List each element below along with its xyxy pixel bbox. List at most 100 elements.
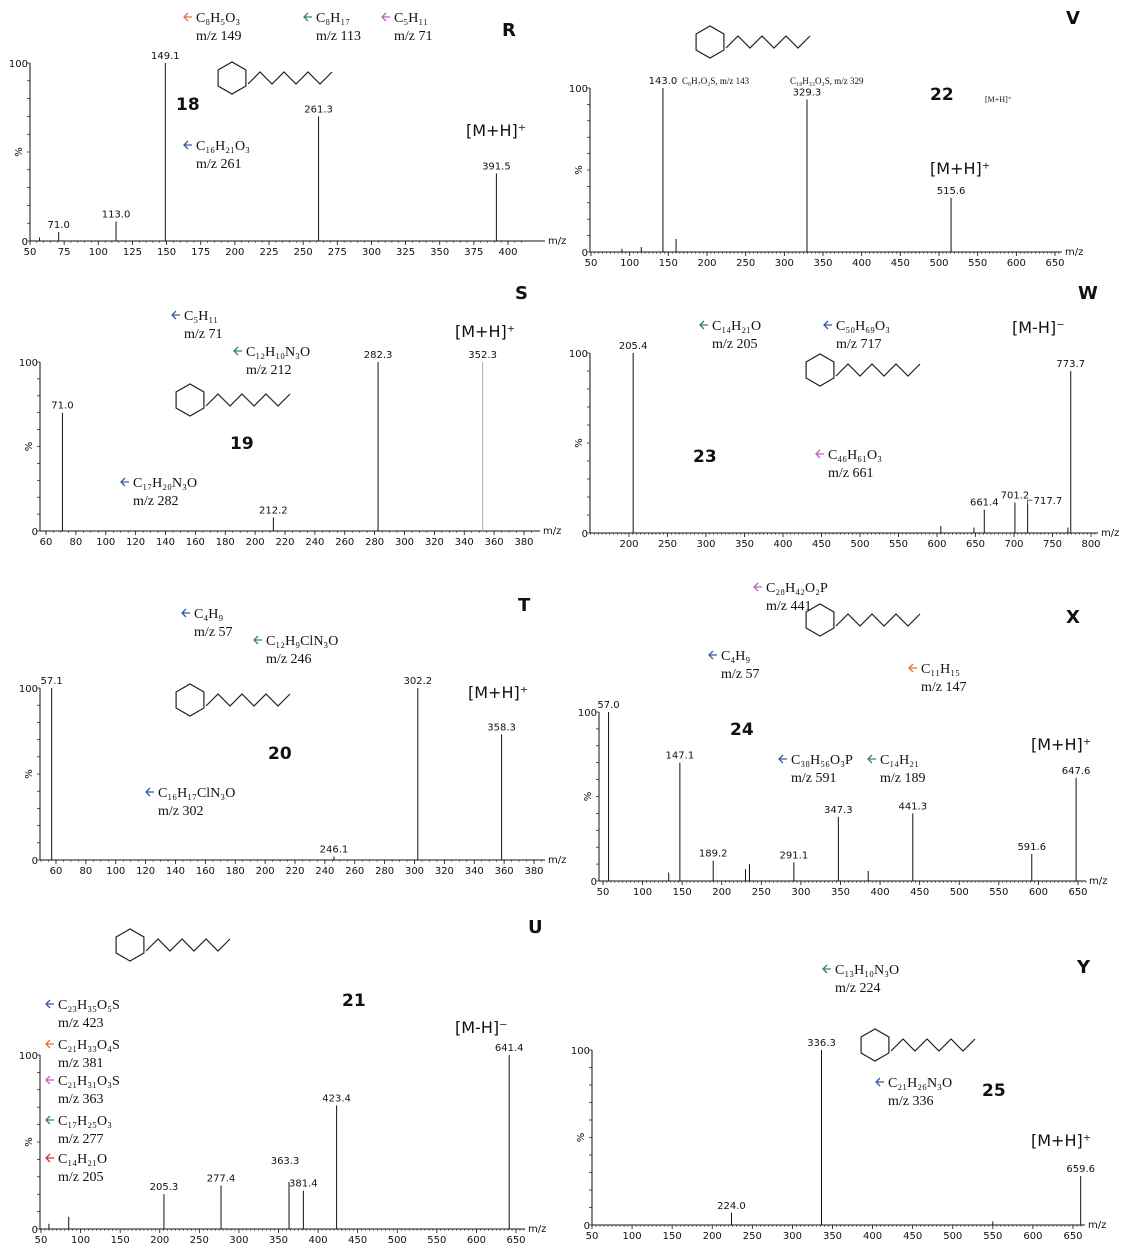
y-tick-label: 0: [32, 527, 38, 538]
x-tick-label: 550: [968, 258, 987, 269]
fragment-formula: C₄H₉: [721, 649, 750, 664]
panel-letter: X: [1066, 607, 1080, 628]
fragment-formula: C₄₆H₆₁O₃: [828, 448, 882, 463]
compound-number: 18: [176, 95, 200, 115]
x-tick-label: 50: [586, 1231, 599, 1242]
peak-label: 641.4: [495, 1043, 524, 1054]
x-tick-label: 140: [156, 537, 175, 548]
x-tick-label: 100: [96, 537, 115, 548]
x-tick-label: 400: [498, 247, 517, 258]
fragment-mz: m/z 212: [246, 363, 292, 378]
x-tick-label: 220: [275, 537, 294, 548]
structure-chain: [247, 71, 333, 85]
y-axis-label: %: [574, 165, 585, 175]
y-tick-label: 0: [22, 237, 28, 248]
x-tick-label: 275: [328, 247, 347, 258]
x-tick-label: 600: [467, 1235, 486, 1246]
x-tick-label: 60: [50, 866, 63, 877]
x-tick-label: 450: [910, 887, 929, 898]
fragment-arrow: [381, 12, 390, 22]
x-tick-label: 120: [126, 537, 145, 548]
x-tick-label: 400: [863, 1231, 882, 1242]
fragment-formula: C₂₁H₃₃O₄S: [58, 1038, 120, 1053]
x-tick-label: 160: [196, 866, 215, 877]
structure-ring: [175, 683, 205, 717]
x-tick-label: 300: [395, 537, 414, 548]
x-tick-label: 300: [229, 1235, 248, 1246]
y-tick-label: 100: [569, 349, 588, 360]
fragment-mz: m/z 224: [835, 981, 881, 996]
fragment-arrow: [815, 449, 824, 459]
x-tick-label: 200: [246, 537, 265, 548]
panel-letter: T: [518, 595, 531, 616]
x-tick-label: 50: [585, 258, 598, 269]
fragment-formula: C₁₄H₂₁: [880, 753, 919, 768]
fragment-mz: m/z 113: [316, 29, 361, 44]
fragment-arrow: [233, 346, 242, 356]
peak-label: 205.3: [150, 1182, 179, 1193]
y-tick-label: 0: [582, 248, 588, 259]
y-axis-label: %: [24, 769, 35, 779]
fragment-formula: C₈H₅O₃: [196, 11, 240, 26]
x-axis-label: m/z: [548, 855, 566, 866]
fragment-formula: C₁₃H₁₀N₃O: [835, 963, 899, 978]
peak-label: 423.4: [322, 1093, 351, 1104]
peak-label: 143.0: [649, 76, 678, 87]
compound-number: 21: [342, 991, 366, 1011]
panel-letter: W: [1078, 283, 1098, 304]
x-tick-label: 250: [752, 887, 771, 898]
fragment-formula: C₅H₁₁: [394, 11, 428, 26]
fragment-formula: C₁₇H₂₅O₃: [58, 1114, 112, 1129]
peak-label: 71.0: [51, 401, 73, 412]
x-axis-label: m/z: [1088, 1220, 1106, 1231]
x-tick-label: 750: [1043, 539, 1062, 550]
peak-label: 659.6: [1066, 1164, 1095, 1175]
y-tick-label: 100: [19, 684, 38, 695]
fragment-arrow: [823, 320, 832, 330]
fragment-arrow: [708, 650, 717, 660]
fragment-arrow: [753, 582, 762, 592]
x-axis-label: m/z: [1089, 876, 1107, 887]
peak-label: 282.3: [364, 350, 393, 361]
panel-letter: S: [515, 283, 528, 304]
x-tick-label: 450: [812, 539, 831, 550]
fragment-formula: C₈H₁₇: [316, 11, 350, 26]
x-tick-label: 80: [70, 537, 83, 548]
x-tick-label: 240: [315, 866, 334, 877]
structure-ring: [175, 383, 205, 417]
fragment-arrow: [253, 635, 262, 645]
x-tick-label: 200: [256, 866, 275, 877]
compound-number: 24: [730, 720, 754, 740]
peak-label: 224.0: [717, 1201, 746, 1212]
fragment-arrow: [171, 310, 180, 320]
x-tick-label: 300: [362, 247, 381, 258]
x-tick-label: 360: [485, 537, 504, 548]
x-tick-label: 125: [123, 247, 142, 258]
x-tick-label: 600: [1029, 887, 1048, 898]
structure-chain: [890, 1038, 976, 1052]
x-tick-label: 350: [269, 1235, 288, 1246]
x-axis-label: m/z: [1101, 528, 1119, 539]
peak-label: 261.3: [304, 104, 333, 115]
fragment-mz: m/z 57: [194, 625, 233, 640]
y-tick-label: 0: [32, 1225, 38, 1236]
x-tick-label: 240: [305, 537, 324, 548]
fragment-formula: C₁₄H₂₁O: [58, 1152, 107, 1167]
fragment-mz: m/z 246: [266, 652, 312, 667]
x-tick-label: 50: [35, 1235, 48, 1246]
x-tick-label: 175: [191, 247, 210, 258]
x-tick-label: 60: [40, 537, 53, 548]
y-axis-label: %: [24, 1137, 35, 1147]
x-tick-label: 800: [1081, 539, 1100, 550]
peak-label: 591.6: [1017, 842, 1046, 853]
peak-label: 246.1: [320, 845, 349, 856]
x-tick-label: 500: [929, 258, 948, 269]
fragment-formula: C₁₆H₂₁O₃: [196, 139, 250, 154]
peak-label: 189.2: [699, 849, 728, 860]
fragment-mz: m/z 205: [58, 1170, 104, 1185]
compound-number: 25: [982, 1081, 1006, 1101]
x-tick-label: 150: [157, 247, 176, 258]
fragment-arrow: [120, 477, 129, 487]
structure-ring: [805, 353, 835, 387]
